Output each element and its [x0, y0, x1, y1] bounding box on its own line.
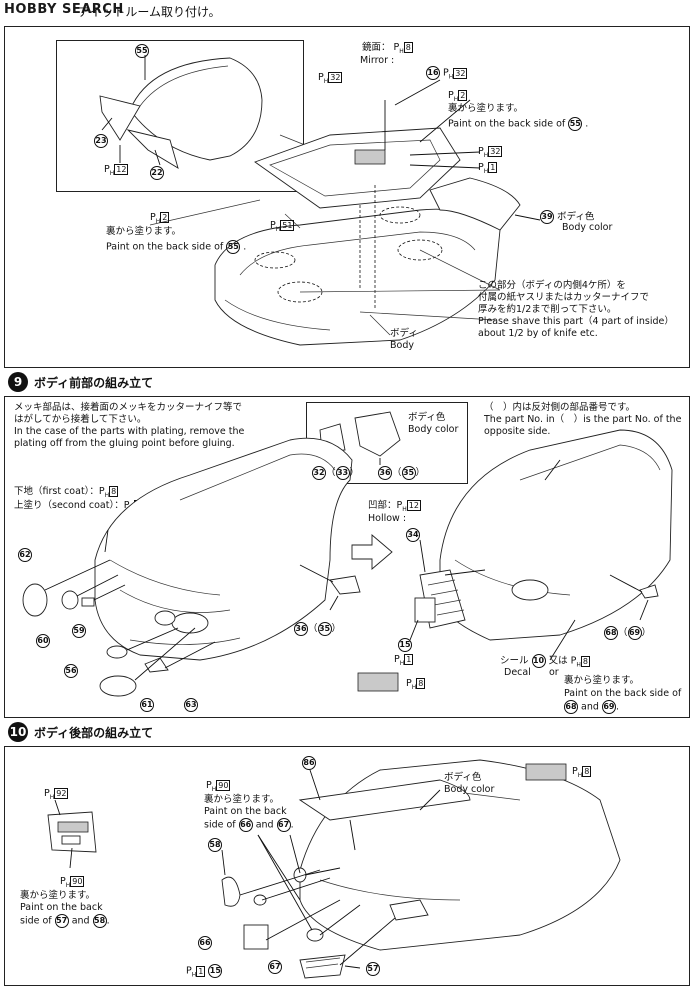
back-paint-jp: 裏から塗ります。: [564, 675, 640, 686]
hollow-label-en: Hollow :: [368, 513, 407, 524]
back-paint-en: Paint on the back side of 55 .: [448, 117, 589, 131]
part-15: 15: [398, 638, 412, 652]
watermark: HOBBY SEARCH: [4, 2, 124, 17]
step-10-badge: 10: [8, 722, 28, 742]
part-32: 32: [312, 466, 326, 480]
part-36: 36: [378, 466, 392, 480]
shave-note: この部分（ボディの内側4ケ所）を 付属の紙ヤスリまたはカッターナイフで 厚みを約…: [478, 280, 674, 339]
step-9-badge: 9: [8, 372, 28, 392]
part-61: 61: [140, 698, 154, 712]
part-55: 55: [135, 44, 149, 58]
body-color-en: Body color: [562, 222, 613, 233]
part-68: 68: [604, 626, 618, 640]
part-36-left: 36: [294, 622, 308, 636]
opposite-note: （ ）内は反対側の部品番号です。 The part No. in（ ）is th…: [484, 402, 682, 437]
step9-drawing: [22, 411, 673, 697]
step8-title-fragment: アイットルーム取り付け。: [78, 5, 221, 19]
back-paint-en: Paint on the back side of 55 .: [106, 240, 247, 254]
step8-drawing: [99, 55, 541, 346]
back-paint-jp: 裏から塗ります。: [448, 103, 524, 114]
tail-back-note: 裏から塗ります。 Paint on the back side of 57 an…: [20, 890, 110, 928]
part-39: 39: [540, 210, 554, 224]
part-22: 22: [150, 166, 164, 180]
part-56: 56: [64, 664, 78, 678]
part-58: 58: [208, 838, 222, 852]
mirror-body-color: ボディ色 Body color: [408, 412, 459, 435]
rear-body-color: ボディ色 Body color: [444, 772, 495, 795]
rear-back-note: 裏から塗ります。 Paint on the back side of 66 an…: [204, 794, 294, 832]
part-86: 86: [302, 756, 316, 770]
plating-note: メッキ部品は、接着面のメッキをカッターナイフ等で はがしてから接着して下さい。 …: [14, 402, 245, 449]
part-63: 63: [184, 698, 198, 712]
part-62: 62: [18, 548, 32, 562]
part-67: 67: [268, 960, 282, 974]
part-66: 66: [198, 936, 212, 950]
back-paint-en: Paint on the back side of: [564, 688, 682, 699]
part-59: 59: [72, 624, 86, 638]
part-57: 57: [366, 962, 380, 976]
back-paint-jp: 裏から塗ります。: [106, 226, 182, 237]
part-16: 16: [426, 66, 440, 80]
part-23: 23: [94, 134, 108, 148]
part-34: 34: [406, 528, 420, 542]
part-60: 60: [36, 634, 50, 648]
body-label: ボディ Body: [390, 328, 418, 351]
step-9-title: ボディ前部の組み立て: [34, 376, 154, 390]
mirror-label-en: Mirror :: [360, 55, 395, 66]
step-10-title: ボディ後部の組み立て: [34, 726, 154, 740]
decal-label-en: Decal or: [504, 667, 559, 678]
